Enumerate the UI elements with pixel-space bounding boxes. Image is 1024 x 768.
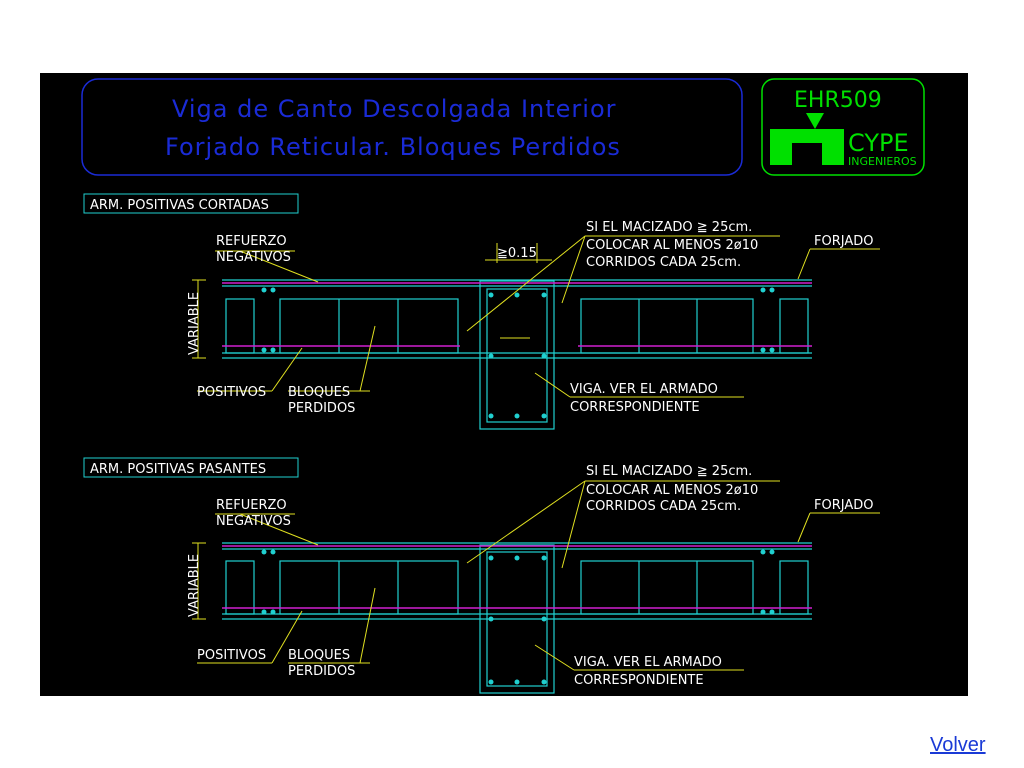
label-viga-2: CORRESPONDIENTE <box>570 400 700 415</box>
note-2-line-3: CORRIDOS CADA 25cm. <box>586 499 741 514</box>
label-perdidos-2: PERDIDOS <box>288 664 355 679</box>
back-link[interactable]: Volver <box>930 734 986 756</box>
section-positivas-pasantes: ARM. POSITIVAS PASANTES <box>83 457 880 694</box>
note-2-line-2: COLOCAR AL MENOS 2ø10 <box>586 483 758 498</box>
logo-sub: INGENIEROS <box>848 155 917 168</box>
label-viga-2-1: VIGA. VER EL ARMADO <box>574 655 722 670</box>
label-forjado-2: FORJADO <box>814 498 873 513</box>
label-bloques-2: BLOQUES <box>288 648 350 663</box>
label-viga-1: VIGA. VER EL ARMADO <box>570 382 718 397</box>
label-negativos-2: NEGATIVOS <box>216 514 291 529</box>
note-line-3: CORRIDOS CADA 25cm. <box>586 255 741 270</box>
note-line-2: COLOCAR AL MENOS 2ø10 <box>586 238 758 253</box>
label-refuerzo: REFUERZO <box>216 234 287 249</box>
cype-logo: EHR509 CYPE INGENIEROS <box>761 78 925 176</box>
cad-drawing: Viga de Canto Descolgada Interior Forjad… <box>40 73 968 696</box>
note-line-1: SI EL MACIZADO ≧ 25cm. <box>586 220 752 235</box>
label-perdidos: PERDIDOS <box>288 401 355 416</box>
label-forjado: FORJADO <box>814 234 873 249</box>
label-variable-2: VARIABLE <box>187 554 202 617</box>
note-2-line-1: SI EL MACIZADO ≧ 25cm. <box>586 464 752 479</box>
section-2-heading: ARM. POSITIVAS PASANTES <box>90 462 266 477</box>
label-refuerzo-2: REFUERZO <box>216 498 287 513</box>
label-variable: VARIABLE <box>187 292 202 355</box>
logo-code: EHR509 <box>794 88 882 113</box>
section-1-heading: ARM. POSITIVAS CORTADAS <box>90 198 269 213</box>
label-bloques: BLOQUES <box>288 385 350 400</box>
title-line-1: Viga de Canto Descolgada Interior <box>172 95 617 123</box>
section-positivas-cortadas: ARM. POSITIVAS CORTADAS <box>83 193 880 430</box>
label-positivos-2: POSITIVOS <box>197 648 266 663</box>
label-negativos: NEGATIVOS <box>216 250 291 265</box>
label-positivos: POSITIVOS <box>197 385 266 400</box>
logo-brand: CYPE <box>848 129 909 157</box>
label-min-width: ≧0.15 <box>497 246 537 261</box>
title-frame <box>81 78 743 176</box>
label-viga-2-2: CORRESPONDIENTE <box>574 673 704 688</box>
title-line-2: Forjado Reticular. Bloques Perdidos <box>165 133 621 161</box>
